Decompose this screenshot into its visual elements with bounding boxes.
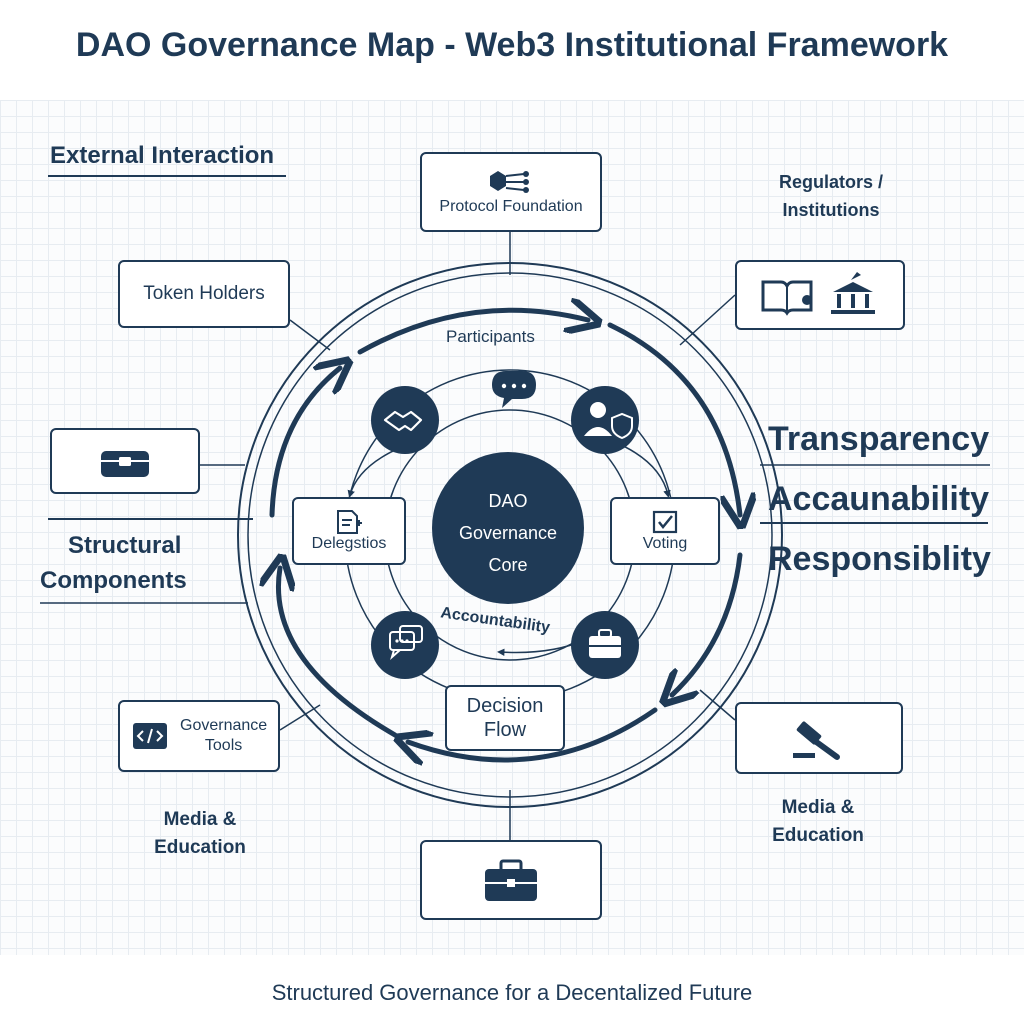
decision-flow-box[interactable]: Decision Flow	[445, 685, 565, 751]
decision-line2: Flow	[483, 719, 527, 741]
media-left-line2: Education	[154, 837, 246, 858]
user-shield-icon	[571, 386, 639, 454]
regulators-line2: Institutions	[782, 200, 880, 220]
treasury-box[interactable]	[50, 428, 200, 494]
voting-label: Voting	[642, 535, 688, 552]
decision-line1: Decision	[466, 695, 544, 717]
protocol-foundation-box[interactable]: Protocol Foundation	[420, 152, 602, 232]
page-title: DAO Governance Map - Web3 Institutional …	[75, 26, 949, 64]
token-holders-box[interactable]: Token Holders	[118, 260, 290, 328]
section-underline	[48, 175, 286, 177]
principle-transparency: Transparency	[768, 420, 990, 458]
gavel-box[interactable]	[735, 702, 903, 774]
book-institution-icon	[761, 272, 875, 316]
cycle-arrow-top	[357, 310, 588, 355]
section-external-interaction: External Interaction	[50, 142, 275, 169]
gavel-icon	[793, 721, 840, 760]
media-education-left: Media & Education	[130, 806, 270, 862]
document-plus-icon	[337, 510, 362, 534]
media-right-line2: Education	[772, 825, 864, 846]
bottom-briefcase-box[interactable]	[420, 840, 602, 920]
protocol-foundation-label: Protocol Foundation	[439, 198, 583, 215]
cycle-arrow-upper-left	[269, 368, 340, 518]
core-line3: Core	[488, 555, 528, 575]
briefcase-icon	[571, 611, 639, 679]
voting-box[interactable]: Voting	[610, 497, 720, 565]
core-label: DAO Governance Core	[432, 485, 584, 581]
core-line1: DAO	[488, 491, 528, 511]
principle-responsibility: Responsiblity	[768, 540, 991, 578]
section-divider	[48, 518, 253, 520]
section-structural-line1: Structural	[68, 532, 182, 559]
handshake-icon	[371, 386, 439, 454]
principle-accountability: Accaunability	[768, 480, 990, 518]
regulators-label: Regulators / Institutions	[758, 168, 904, 224]
cycle-arrow-left	[278, 568, 398, 738]
participants-label: Participants	[446, 327, 535, 346]
media-right-line1: Media &	[781, 797, 855, 818]
cycle-arrow-bottom	[408, 707, 658, 760]
section-structural-line2: Components	[40, 567, 187, 594]
outer-ring-2	[247, 272, 773, 798]
media-education-right: Media & Education	[748, 794, 888, 850]
cycle-arrow-lower-right	[672, 552, 743, 695]
footer-tagline: Structured Governance for a Decentalized…	[271, 980, 753, 1005]
token-holders-label: Token Holders	[143, 283, 265, 304]
toolbox-icon	[101, 451, 149, 477]
principle-divider	[760, 522, 988, 524]
core-line2: Governance	[458, 523, 558, 543]
checkbox-icon	[652, 510, 678, 534]
delegations-label: Delegstios	[311, 535, 387, 552]
connector-lines	[40, 232, 990, 840]
network-icon	[490, 171, 529, 193]
chat-bubbles-icon	[371, 611, 439, 679]
regulators-box[interactable]	[735, 260, 905, 330]
governance-tools-box[interactable]: Governance Tools	[118, 700, 280, 772]
governance-tools-label: Governance Tools	[180, 716, 267, 756]
speech-bubble-icon	[492, 371, 536, 408]
core-circle	[432, 452, 584, 604]
media-left-line1: Media &	[163, 809, 237, 830]
governance-tools-line2: Tools	[204, 737, 243, 754]
code-icon	[133, 723, 167, 749]
governance-tools-line1: Governance	[180, 717, 268, 734]
cycle-arrow-right	[607, 322, 740, 515]
outer-ring	[237, 262, 783, 808]
regulators-line1: Regulators /	[778, 172, 884, 192]
delegations-box[interactable]: Delegstios	[292, 497, 406, 565]
briefcase-large-icon	[485, 859, 537, 901]
